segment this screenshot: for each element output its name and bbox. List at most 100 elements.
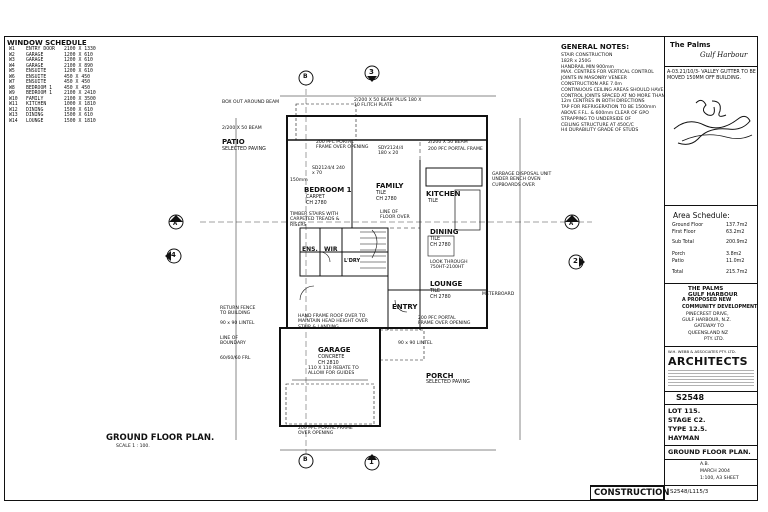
room-bedroom-ch: CH 2780 [306,201,327,206]
section-marker-a-left: A [173,221,178,227]
job-divider [664,391,758,392]
title-divider [664,66,758,67]
window-room: ENSUITE [26,69,47,74]
room-porch: PORCH [426,372,454,380]
room-dining: DINING [430,228,459,236]
window-size: 2100 X 2410 [64,91,96,96]
note-line-boundary: LINE OF BOUNDARY [220,336,246,347]
note-portal-entry: 200 PFC PORTAL FRAME OVER OPENING [418,316,471,327]
room-kitchen: KITCHEN [426,190,461,198]
address-line: GULF HARBOUR, N.Z. [682,318,732,324]
area-label: Sub Total [672,240,694,245]
room-wir: WIR [324,246,338,253]
window-room: GARAGE [26,63,44,69]
note-beam-left: 2/200 X 50 BEAM [222,126,262,131]
area-divider [664,205,758,206]
address-line: QUEENSLAND NZ [688,330,728,336]
general-note-line: JOINTS IN MASONRY VENEER [561,76,627,82]
drawing-date: MARCH 2004 [700,469,730,474]
note-lintel-left: 90 x 90 LINTEL [220,321,255,326]
drawing-number: S2548/L115/3 [670,489,709,495]
area-label: Patio [672,259,684,264]
area-value: 3.8m2 [726,252,742,257]
note-floor-over: LINE OF FLOOR OVER [380,210,410,221]
room-dining-finish: TILE [430,237,441,242]
window-size: 2100 X 890 [64,63,93,69]
section-marker-b-bottom: B [303,456,308,463]
plan-title: GROUND FLOOR PLAN. [106,433,215,443]
development-line: COMMUNITY DEVELOPMENT [682,304,758,310]
section-marker-a-right: A [569,221,574,227]
room-family-ch: CH 2780 [376,197,397,202]
general-notes-title: GENERAL NOTES: [561,43,630,51]
general-note-line: CONSTRUCTION ARE 7.0m [561,82,622,87]
signature-scribble [673,99,753,145]
window-code: W9 [9,91,15,96]
general-note-line: TAP FOR REFRIGERATION TO BE 1500mm [561,105,656,111]
general-note-line: 12m CENTRES IN BOTH DIRECTIONS [561,99,645,105]
window-code: W5 [9,69,15,74]
project-sub: Gulf Harbour [700,51,748,59]
window-room: FAMILY [26,96,44,102]
note-meterboard: METERBOARD [482,292,515,297]
note-lintel-entry: 90 x 90 LINTEL [398,341,433,346]
section-marker-b-top: B [303,73,308,80]
room-garage: GARAGE [318,346,351,354]
window-code: W6 [9,74,15,80]
area-value: 63.2m2 [726,230,745,235]
general-note-line: CONTINUOUS CEILING AREAS SHOULD HAVE [561,87,664,93]
window-size: 450 X 450 [64,74,90,80]
firm-name: ARCHITECTS [668,355,748,368]
dev-divider [664,283,758,284]
drawn-by: A.B. [700,462,710,467]
stamp-divider [590,485,758,486]
window-size: 1500 X 610 [64,107,93,113]
room-family-finish: TILE [376,191,387,196]
window-size: 1000 X 1810 [64,102,96,107]
note-beam-top: 2/200 X 50 BEAM PLUS 180 X 10 FLITCH PLA… [354,98,422,109]
model-label: HAYMAN [668,434,700,442]
meta-divider [664,459,758,460]
room-bedroom-finish: CARPET [306,195,325,200]
room-entry: ENTRY [392,303,418,311]
development-line: A PROPOSED NEW [682,298,732,304]
note-sdy: SDY2124/4 180 x 20 [378,146,404,157]
note-portal-right: 200 PFC PORTAL FRAME [428,147,483,152]
window-room: ENTRY DOOR [26,47,55,52]
note-150mm: 150mm [290,178,308,183]
window-size: 1200 X 610 [64,58,93,63]
firm-small: W.H. WEBB & ASSOCIATES PTY. LTD. [668,349,736,354]
window-room: LOUNGE [26,118,44,124]
window-code: W10 [9,96,18,102]
section-marker-3: 3 [369,68,374,76]
section-marker-2: 2 [573,257,578,265]
note-beam-right: 2/200 X 50 BEAM [428,140,468,145]
area-value: 215.7m2 [726,270,748,275]
general-note-line: CEILING STRUCTURE AT 450C/C [561,122,634,128]
room-lounge-ch: CH 2780 [430,295,451,300]
general-note-line: CONTROL JOINTS SPACED AT NO MORE THAN [561,93,665,99]
firm-divider [664,346,758,347]
area-schedule-title: Area Schedule: [673,211,730,220]
plan-scale: SCALE 1 : 100. [116,444,150,449]
address-line: PINECREST DRIVE, [686,312,729,317]
window-size: 450 X 450 [64,85,90,91]
construction-stamp-box [590,486,664,500]
area-value: 200.9m2 [726,240,748,245]
window-code: W8 [9,85,15,91]
window-code: W3 [9,58,15,63]
development-line: THE PALMS [688,286,724,292]
note-rebate: 110 X 110 REBATE TO ALLOW FOR GUIDES [308,366,359,377]
window-code: W14 [9,118,18,124]
room-patio-finish: SELECTED PAVING [222,147,266,152]
room-porch-finish: SELECTED PAVING [426,380,470,385]
note-look-through: LOOK THROUGH 750HT-2100HT [430,260,468,271]
room-garage-ch: CH 2810 [318,361,339,366]
general-note-line: HANDRAIL MIN 900mm [561,64,615,70]
window-room: DINING [26,107,44,113]
window-room: KITCHEN [26,102,47,107]
drawing-scale: 1:100, A3 SHEET [700,476,739,481]
note-portal-bottom: 200 PFC PORTAL FRAME OVER OPENING [298,426,353,437]
